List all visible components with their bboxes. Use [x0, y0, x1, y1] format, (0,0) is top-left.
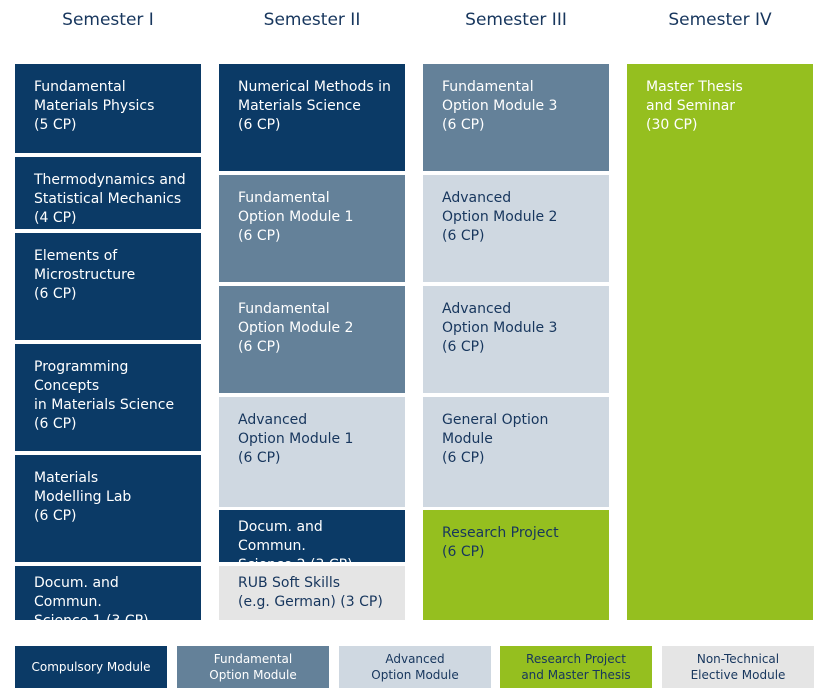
module-thermodynamics: Thermodynamics and Statistical Mechanics…	[15, 157, 201, 229]
legend-label: Research Project and Master Thesis	[521, 652, 631, 682]
module-label: RUB Soft Skills (e.g. German) (3 CP)	[238, 575, 383, 610]
module-advanced-option-2: Advanced Option Module 2 (6 CP)	[423, 175, 609, 282]
module-label: Thermodynamics and Statistical Mechanics…	[34, 172, 186, 226]
module-label: Docum. and Commun. Science 1 (3 CP)	[34, 575, 149, 629]
module-label: Fundamental Materials Physics (5 CP)	[34, 79, 155, 133]
semester-2-title: Semester II	[263, 10, 361, 30]
module-label: Materials Modelling Lab (6 CP)	[34, 470, 132, 524]
module-elements-of-microstructure: Elements of Microstructure (6 CP)	[15, 233, 201, 340]
legend-nontech: Non-Technical Elective Module	[662, 646, 814, 688]
legend-label: Advanced Option Module	[371, 652, 459, 682]
module-advanced-option-3: Advanced Option Module 3 (6 CP)	[423, 286, 609, 393]
module-label: Advanced Option Module 2 (6 CP)	[442, 190, 558, 244]
legend-label: Non-Technical Elective Module	[690, 652, 786, 682]
semester-1-title: Semester I	[62, 10, 154, 30]
legend-label: Compulsory Module	[31, 660, 151, 674]
legend-research: Research Project and Master Thesis	[500, 646, 652, 688]
semester-4-title: Semester IV	[668, 10, 772, 30]
module-fundamental-materials-physics: Fundamental Materials Physics (5 CP)	[15, 64, 201, 153]
module-docum-commun-1: Docum. and Commun. Science 1 (3 CP)	[15, 566, 201, 629]
module-docum-commun-2: Docum. and Commun. Science 2 (3 CP)	[219, 510, 405, 573]
module-numerical-methods: Numerical Methods in Materials Science (…	[219, 64, 405, 171]
module-label: Fundamental Option Module 2 (6 CP)	[238, 301, 354, 355]
module-materials-modelling-lab: Materials Modelling Lab (6 CP)	[15, 455, 201, 562]
module-label: General Option Module (6 CP)	[442, 412, 549, 466]
module-rub-soft-skills: RUB Soft Skills (e.g. German) (3 CP)	[219, 566, 405, 620]
module-label: Elements of Microstructure (6 CP)	[34, 248, 136, 302]
module-label: Programming Concepts in Materials Scienc…	[34, 359, 175, 432]
legend-fundamental: Fundamental Option Module	[177, 646, 329, 688]
module-general-option: General Option Module (6 CP)	[423, 397, 609, 507]
module-fundamental-option-1: Fundamental Option Module 1 (6 CP)	[219, 175, 405, 282]
module-fundamental-option-2: Fundamental Option Module 2 (6 CP)	[219, 286, 405, 393]
module-master-thesis: Master Thesis and Seminar (30 CP)	[627, 64, 813, 620]
legend-compulsory: Compulsory Module	[15, 646, 167, 688]
legend-label: Fundamental Option Module	[209, 652, 297, 682]
module-label: Advanced Option Module 1 (6 CP)	[238, 412, 354, 466]
module-label: Fundamental Option Module 3 (6 CP)	[442, 79, 558, 133]
module-label: Numerical Methods in Materials Science (…	[238, 79, 391, 133]
module-programming-concepts: Programming Concepts in Materials Scienc…	[15, 344, 201, 451]
module-label: Master Thesis and Seminar (30 CP)	[646, 79, 743, 133]
module-advanced-option-1: Advanced Option Module 1 (6 CP)	[219, 397, 405, 507]
module-fundamental-option-3: Fundamental Option Module 3 (6 CP)	[423, 64, 609, 171]
module-label: Research Project (6 CP)	[442, 525, 559, 560]
legend-advanced: Advanced Option Module	[339, 646, 491, 688]
module-research-project: Research Project (6 CP)	[423, 510, 609, 620]
module-label: Advanced Option Module 3 (6 CP)	[442, 301, 558, 355]
module-label: Fundamental Option Module 1 (6 CP)	[238, 190, 354, 244]
semester-3-title: Semester III	[465, 10, 567, 30]
